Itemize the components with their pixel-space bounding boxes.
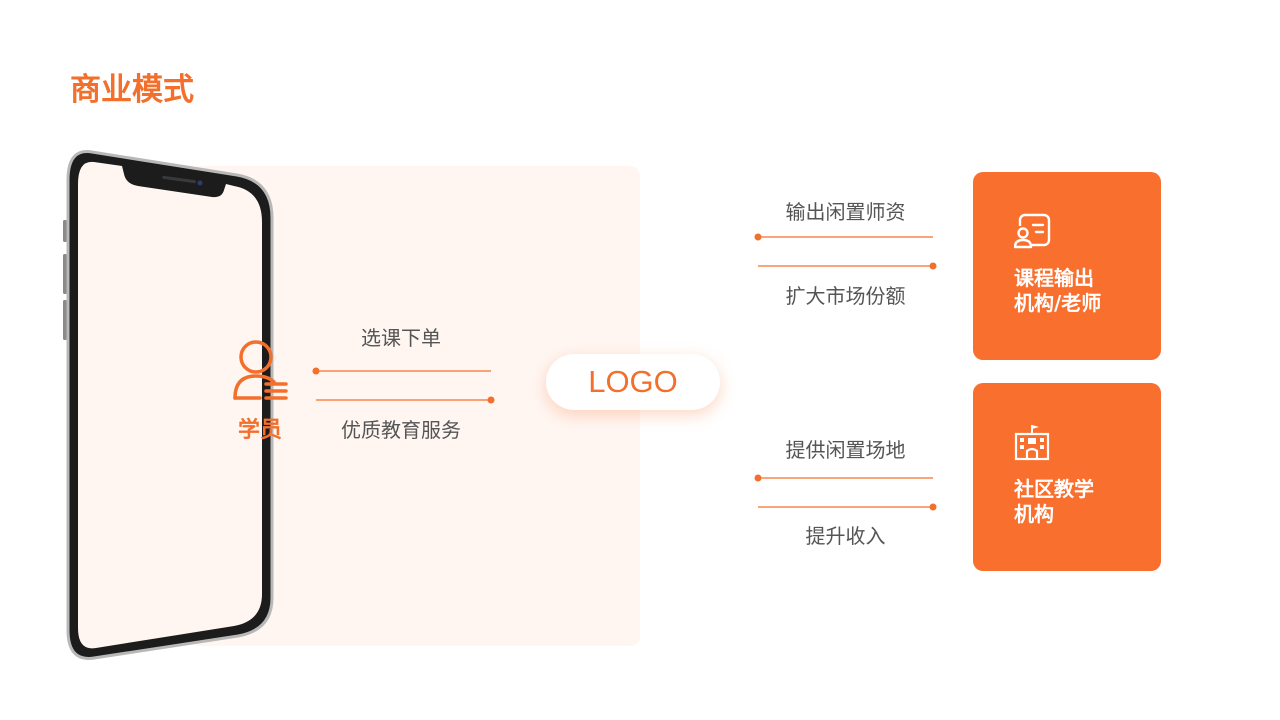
page-title: 商业模式 [70,72,194,108]
phone-mockup [63,150,274,660]
card-community-institution: 社区教学 机构 [973,383,1161,571]
student-flow-out-label: 选课下单 [361,326,441,350]
phone-edge-mask [274,236,284,554]
card-course-provider-line2: 机构/老师 [1014,291,1102,315]
card-community-institution-line2: 机构 [1014,502,1054,526]
building-icon [1014,425,1050,461]
bottom-flow-in-label: 提供闲置场地 [785,438,906,462]
user-list-icon [233,340,288,400]
top-flow-out-label: 扩大市场份额 [785,284,906,308]
card-course-provider: 课程输出 机构/老师 [973,172,1161,360]
student-flow-in-label: 优质教育服务 [341,418,461,442]
bottom-flow-out-label: 提升收入 [805,524,886,548]
logo-badge: LOGO [546,354,720,410]
card-course-provider-line1: 课程输出 [1014,266,1094,290]
top-flow-in-label: 输出闲置师资 [785,200,906,224]
student-label: 学员 [237,418,282,443]
card-community-institution-line1: 社区教学 [1014,477,1094,501]
teacher-board-icon [1014,213,1051,249]
